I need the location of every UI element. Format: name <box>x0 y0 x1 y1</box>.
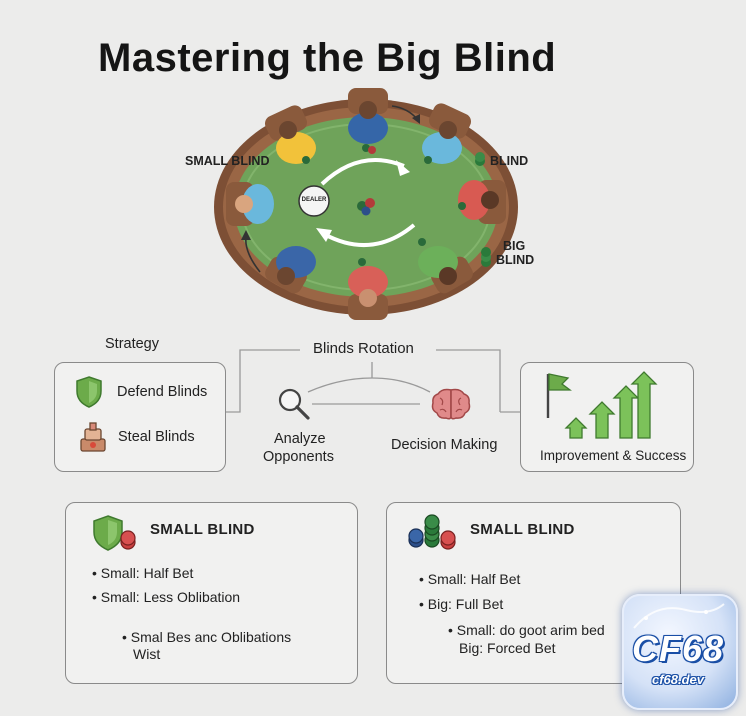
watermark-brand: CF68 <box>631 628 725 669</box>
card-left-bullet-1: • Small: Half Bet <box>92 565 194 581</box>
poker-table-illustration <box>214 88 518 320</box>
player-top <box>348 88 388 144</box>
page-title: Mastering the Big Blind <box>98 36 557 80</box>
brain-icon <box>431 388 471 420</box>
shield-chips-icon <box>93 515 136 551</box>
strategy-item-steal-blinds: Steal Blinds <box>118 429 195 445</box>
rotation-arrow-top <box>320 158 405 186</box>
card-right-bullet-1: • Small: Half Bet <box>419 571 521 587</box>
growth-arrow-1 <box>564 417 588 439</box>
player-bottom-right <box>418 246 473 294</box>
watermark-url: cf68.dev <box>651 672 705 687</box>
watermark-sparkle-icon <box>633 603 725 629</box>
player-left <box>226 182 274 226</box>
player-top-left <box>265 105 316 164</box>
rotation-arrow-bottom <box>323 223 416 248</box>
big-blind-label-line1: BIG <box>503 239 526 253</box>
card-left-bullet-2: • Small: Less Oblibation <box>92 589 241 605</box>
growth-arrow-3 <box>612 385 640 439</box>
blind-label: BLIND <box>490 154 529 168</box>
shield-icon <box>76 376 102 408</box>
chip-stacks-icon <box>408 514 456 550</box>
player-bottom <box>348 266 388 320</box>
player-right <box>458 180 506 224</box>
watermark-badge <box>622 594 738 710</box>
card-left-sub-1: • Smal Bes anc Oblibations <box>122 629 292 645</box>
connector-lines <box>226 349 520 413</box>
big-blind-label-line2: BLIND <box>496 253 535 267</box>
small-blind-label: SMALL BLIND <box>185 154 270 168</box>
analyze-label-line2: Opponents <box>263 449 334 465</box>
dealer-button-label: DEALER <box>301 197 327 203</box>
decision-making-label: Decision Making <box>391 437 498 453</box>
player-bottom-left <box>265 246 316 294</box>
card-left-sub-2: Wist <box>133 646 161 662</box>
card-right-heading: SMALL BLIND <box>470 521 575 538</box>
player-top-right <box>422 103 471 164</box>
blinds-rotation-heading: Blinds Rotation <box>313 340 414 357</box>
growth-arrows-icon <box>546 371 658 439</box>
card-left-heading: SMALL BLIND <box>150 521 255 538</box>
robber-stack-icon <box>80 422 106 452</box>
magnifier-icon <box>278 388 310 420</box>
center-chips-icon <box>357 198 375 216</box>
dealer-button <box>298 185 330 217</box>
blind-chips-icon <box>475 152 485 166</box>
improvement-label: Improvement & Success <box>540 448 687 463</box>
analyze-label-line1: Analyze <box>274 431 326 447</box>
card-right-sub-2: Big: Forced Bet <box>459 640 556 656</box>
big-blind-chips-icon <box>481 247 491 267</box>
strategy-heading: Strategy <box>105 336 159 352</box>
growth-arrow-2 <box>588 401 616 439</box>
chip-stack-icon <box>302 144 466 266</box>
growth-arrow-4 <box>630 371 658 439</box>
strategy-item-defend-blinds: Defend Blinds <box>117 384 208 400</box>
card-right-sub-1: • Small: do goot arim bed <box>448 622 605 638</box>
card-right-bullet-2: • Big: Full Bet <box>419 596 504 612</box>
